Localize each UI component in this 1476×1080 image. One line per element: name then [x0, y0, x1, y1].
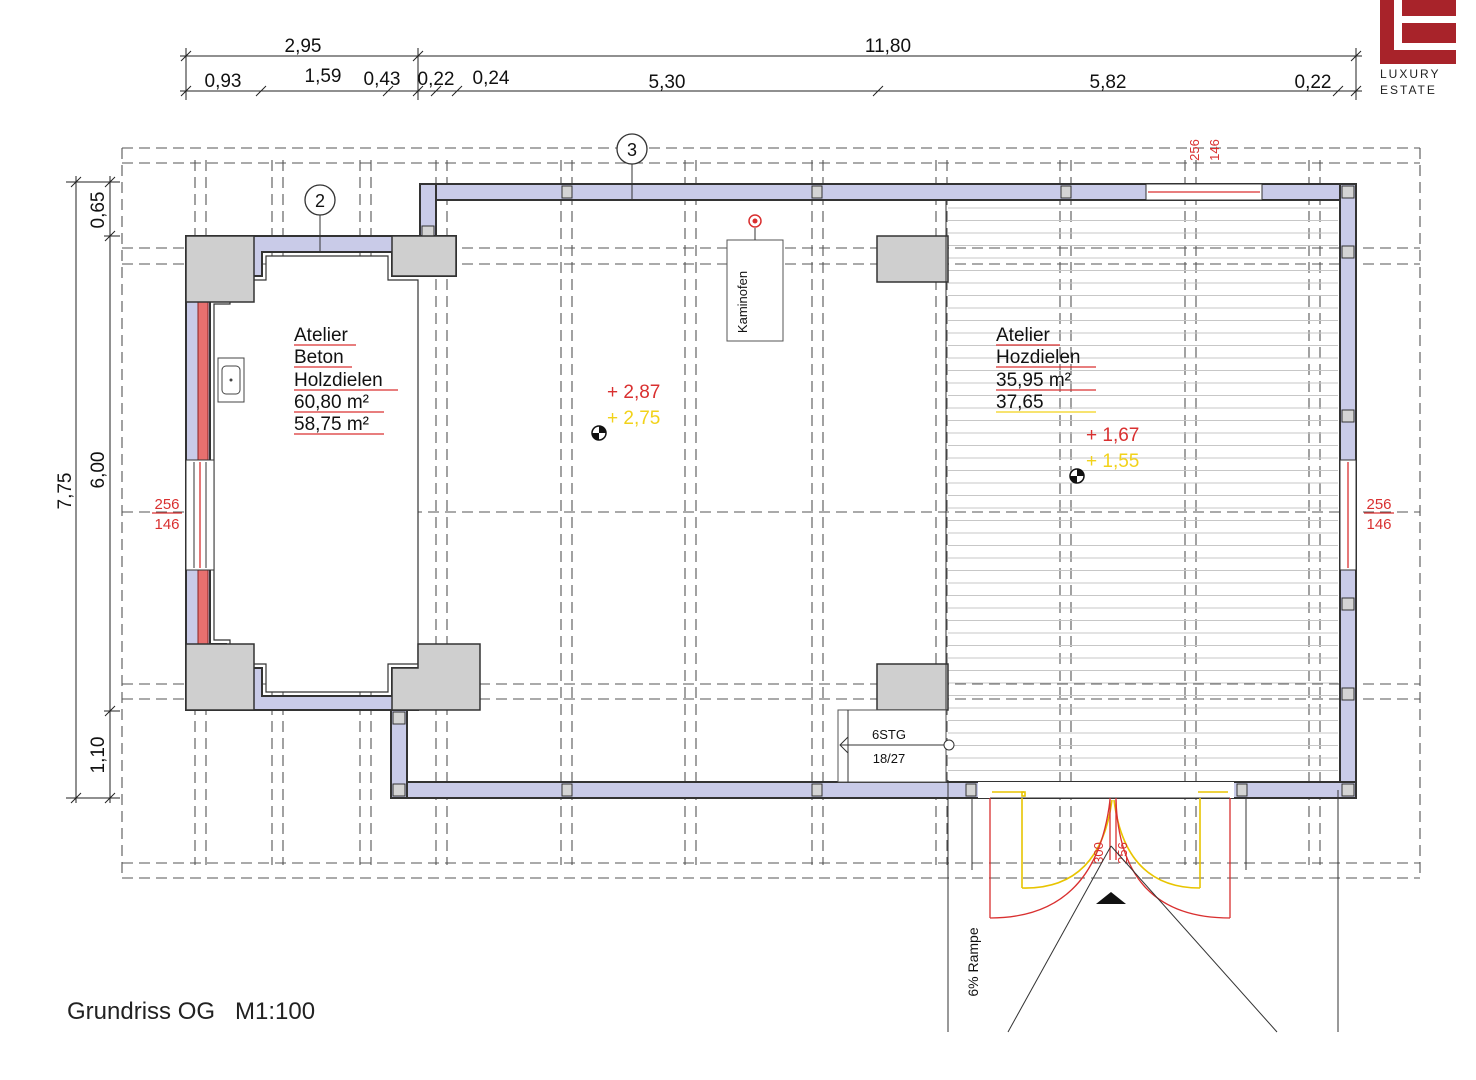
dim-0-93: 0,93 — [205, 71, 242, 92]
room1-line4: 60,80 m² — [294, 392, 369, 413]
caption-title: Grundriss OG — [67, 998, 216, 1025]
dim-5-82: 5,82 — [1090, 72, 1127, 93]
window-labels: 256 146 256 146 256 146 — [152, 139, 1394, 533]
axis-2-label: 2 — [315, 191, 325, 211]
dim-2-95: 2,95 — [285, 36, 322, 57]
dim-0-43: 0,43 — [364, 69, 401, 90]
stairs-size: 18/27 — [873, 751, 906, 766]
logo-mark — [1380, 0, 1456, 64]
dim-0-22-left: 0,22 — [418, 69, 455, 90]
stairs: 6STG 18/27 — [837, 709, 955, 783]
entrance: 300 256 6% Rampe — [947, 780, 1339, 1033]
room2-line4: 37,65 — [996, 392, 1044, 413]
logo-line1: LUXURY — [1380, 67, 1441, 81]
room1-line1: Atelier — [294, 325, 349, 346]
level1-marker — [591, 425, 607, 441]
door-width-a: 300 — [1091, 842, 1106, 864]
caption-scale: M1:100 — [235, 998, 316, 1025]
axis-3-label: 3 — [627, 140, 637, 160]
level2-marker — [1069, 468, 1085, 484]
level2-yellow: + 1,55 — [1086, 451, 1139, 472]
dim-1-10: 1,10 — [88, 737, 109, 774]
window-left-bottom: 146 — [154, 516, 179, 533]
luxury-estate-logo: LUXURY ESTATE — [1380, 0, 1456, 100]
level1-red: + 2,87 — [607, 382, 660, 403]
room2-line2: Hozdielen — [996, 347, 1081, 368]
levels: + 2,87 + 2,75 + 1,67 + 1,55 — [591, 382, 1139, 484]
dim-0-24: 0,24 — [473, 68, 510, 89]
door-width-b: 256 — [1115, 842, 1130, 864]
sink — [217, 357, 245, 403]
window-top-top: 256 — [1187, 139, 1202, 161]
dim-0-22-right: 0,22 — [1295, 72, 1332, 93]
level1-yellow: + 2,75 — [607, 408, 660, 429]
dim-5-30: 5,30 — [649, 72, 686, 93]
window-left-top: 256 — [154, 496, 179, 513]
stairs-count: 6STG — [872, 727, 906, 742]
dim-0-65: 0,65 — [88, 192, 109, 229]
wall-posts — [392, 185, 1355, 797]
room1-line5: 58,75 m² — [294, 414, 369, 435]
dim-1-59: 1,59 — [305, 66, 342, 87]
window-right-bottom: 146 — [1366, 516, 1391, 533]
ramp-label: 6% Rampe — [965, 927, 981, 996]
dimension-lines — [66, 48, 1362, 804]
axis-markers: 2 3 — [304, 133, 648, 252]
room1-line3: Holzdielen — [294, 370, 383, 391]
dim-11-80: 11,80 — [865, 36, 911, 57]
logo-line2: ESTATE — [1380, 83, 1437, 97]
room2-line1: Atelier — [996, 325, 1051, 346]
dimension-labels: 2,95 11,80 0,93 1,59 0,43 0,22 0,24 5,30… — [55, 36, 1331, 773]
stove-label: Kaminofen — [735, 271, 750, 333]
stove: Kaminofen — [726, 214, 784, 342]
dim-6-00: 6,00 — [88, 452, 109, 489]
walls — [185, 183, 1357, 799]
pillars — [185, 235, 949, 711]
room1-line2: Beton — [294, 347, 344, 368]
window-right-top: 256 — [1366, 496, 1391, 513]
dim-7-75: 7,75 — [55, 473, 76, 510]
plan-caption: Grundriss OG M1:100 — [67, 998, 315, 1026]
floor-planks — [948, 207, 1338, 771]
room2-line3: 35,95 m² — [996, 370, 1071, 391]
window-top-bottom: 146 — [1207, 139, 1222, 161]
level2-red: + 1,67 — [1086, 425, 1139, 446]
room-labels: Atelier Beton Holzdielen 60,80 m² 58,75 … — [294, 325, 1096, 435]
